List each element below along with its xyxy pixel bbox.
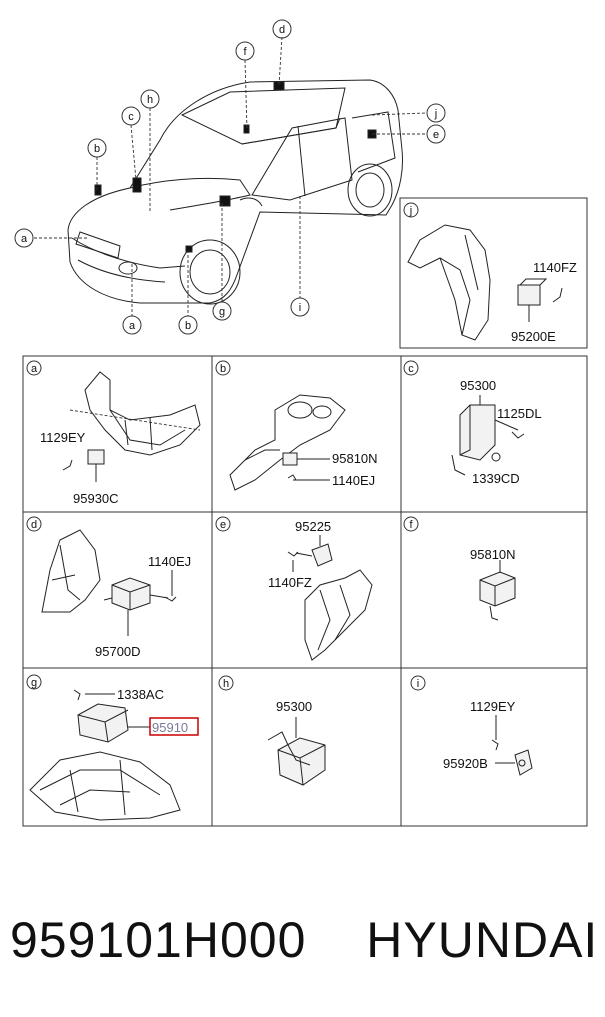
svg-text:g: g [31, 677, 37, 689]
svg-text:h: h [223, 678, 229, 690]
svg-text:j: j [409, 205, 412, 217]
callout-a-bottom [122, 315, 142, 335]
panel-j: j 1140FZ 95200E [399, 197, 588, 349]
highlight-box-95910 [149, 717, 199, 736]
svg-text:j: j [434, 108, 437, 120]
part-label-95810N-f: 95810N [470, 547, 516, 562]
svg-text:c: c [128, 111, 134, 123]
svg-text:d: d [31, 519, 37, 531]
svg-text:i: i [299, 302, 301, 314]
part-label-95920B: 95920B [443, 756, 488, 771]
callout-c [121, 106, 141, 126]
panel-e: e 95225 1140FZ [211, 511, 402, 669]
svg-text:h: h [147, 94, 153, 106]
svg-text:b: b [220, 363, 226, 375]
svg-text:i: i [417, 678, 419, 690]
svg-text:d: d [279, 24, 285, 36]
part-label-1339CD: 1339CD [472, 471, 520, 486]
panel-c: c 95300 1125DL 1339CD [400, 355, 588, 513]
panel-i: i 1129EY 95920B [400, 667, 588, 827]
svg-text:a: a [31, 363, 38, 375]
svg-text:e: e [433, 129, 439, 141]
panel-d: d 1140EJ 95700D [22, 511, 213, 669]
callout-i [290, 297, 310, 317]
part-label-95700D: 95700D [95, 644, 141, 659]
svg-text:g: g [219, 306, 225, 318]
panel-f: f 95810N [400, 511, 588, 669]
callout-j [426, 103, 446, 123]
svg-text:f: f [409, 519, 413, 531]
callout-b-top [87, 138, 107, 158]
callout-g [212, 301, 232, 321]
footer: 959101H000 HYUNDAI [10, 905, 600, 975]
svg-text:a: a [129, 320, 136, 332]
part-number: 959101H000 [10, 912, 307, 968]
svg-text:b: b [185, 320, 191, 332]
svg-text:b: b [94, 143, 100, 155]
panel-g: g 1338AC 95910 [22, 667, 213, 827]
part-label-1140FZ-e: 1140FZ [268, 575, 312, 590]
callout-a-left [14, 228, 34, 248]
parts-diagram: a b c h f d j e a b g i j 1140FZ 9 [14, 19, 588, 827]
panel-a: a 1129EY 95930C [22, 355, 213, 513]
part-label-95225: 95225 [295, 519, 331, 534]
part-label-1125DL: 1125DL [497, 406, 542, 421]
callout-f [235, 41, 255, 61]
svg-text:f: f [243, 46, 247, 58]
svg-text:e: e [220, 519, 226, 531]
part-label-95200E: 95200E [511, 329, 556, 344]
part-label-1129EY-i: 1129EY [470, 699, 516, 714]
callout-h [140, 89, 160, 109]
part-label-1338AC: 1338AC [117, 687, 164, 702]
part-label-95810N: 95810N [332, 451, 378, 466]
part-label-1140FZ: 1140FZ [533, 260, 577, 275]
part-label-1129EY: 1129EY [40, 430, 86, 445]
part-label-95910-highlighted: 95910 [152, 720, 188, 735]
part-label-95300: 95300 [460, 378, 496, 393]
overview-callouts: a b c h f d j e a b g i [14, 19, 446, 335]
panel-b: b 95810N 1140EJ [211, 355, 402, 513]
svg-text:a: a [21, 233, 28, 245]
callout-b-bottom [178, 315, 198, 335]
callout-d [272, 19, 292, 39]
car-overview [67, 79, 403, 305]
part-label-1140EJ-d: 1140EJ [148, 554, 191, 569]
svg-text:c: c [408, 363, 414, 375]
brand-name: HYUNDAI [366, 912, 599, 968]
callout-e [426, 124, 446, 144]
part-label-1140EJ: 1140EJ [332, 473, 375, 488]
overview-leaders [34, 36, 427, 316]
part-label-95930C: 95930C [73, 491, 119, 506]
panel-h: h 95300 [211, 667, 402, 827]
part-label-95300-h: 95300 [276, 699, 312, 714]
